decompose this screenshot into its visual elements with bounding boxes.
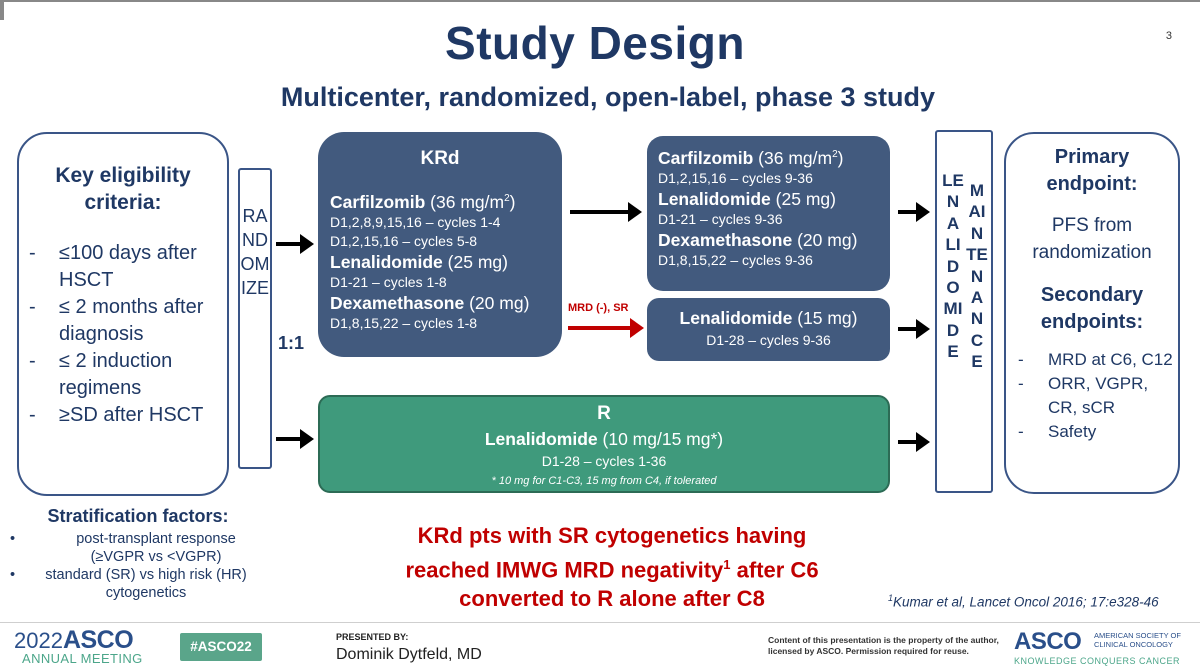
arrow-right-icon [276,429,314,449]
schedule-line: D1,2,8,9,15,16 – cycles 1-4 [330,213,501,230]
eligibility-list: ≤100 days after HSCT ≤ 2 months after di… [29,240,225,429]
schedule-line: D1-21 – cycles 9-36 [658,210,783,227]
legal-notice: Content of this presentation is the prop… [768,635,999,656]
randomization-ratio: 1:1 [278,333,305,353]
list-item: Safety [1018,420,1178,444]
maintenance-box: LENALIDOMIDE MAINTENANCE [935,130,993,493]
stratification-list: post-transplant response (≥VGPR vs <VGPR… [10,530,276,602]
red-arrow-right-icon [568,318,644,338]
eligibility-title: Key eligibility criteria: [55,164,191,214]
endpoints-box: Primary endpoint: PFS from randomization… [1004,132,1180,494]
drug-line: Carfilzomib (36 mg/m2) [330,191,516,212]
schedule-line: D1,8,15,22 – cycles 9-36 [658,251,813,268]
hashtag-badge: #ASCO22 [180,633,262,661]
asco-org-name: AMERICAN SOCIETY OF CLINICAL ONCOLOGY [1094,631,1181,649]
eligibility-box: Key eligibility criteria: ≤100 days afte… [17,132,229,496]
schedule-line: D1,2,15,16 – cycles 5-8 [330,232,478,249]
schedule-line: D1,8,15,22 – cycles 1-8 [330,314,478,331]
secondary-endpoints-heading: Secondary endpoints: [1040,284,1144,333]
left-edge-mark [0,0,4,20]
krd-continuation-box: Carfilzomib (36 mg/m2) D1,2,15,16 – cycl… [647,136,890,291]
schedule-line: D1-21 – cycles 1-8 [330,273,447,290]
drug-line: Lenalidomide (25 mg) [330,251,508,272]
top-rule [0,0,1200,2]
drug-line: Carfilzomib (36 mg/m2) [658,147,844,168]
arrow-right-icon [570,202,642,222]
presented-by-label: PRESENTED BY: [336,632,409,642]
krd-arm-box: KRd Carfilzomib (36 mg/m2) D1,2,8,9,15,1… [318,132,562,357]
presenter-name: Dominik Dytfeld, MD [336,646,482,663]
drug-line: Dexamethasone (20 mg) [658,229,858,250]
krd-title: KRd [420,148,460,169]
schedule-line: D1-28 – cycles 1-36 [541,453,667,469]
list-item: ≤ 2 months after diagnosis [29,294,225,348]
schedule-line: D1-28 – cycles 9-36 [706,332,831,348]
page-number: 3 [1165,30,1172,42]
maintenance-drug-label: LENALIDOMIDE [942,171,964,362]
dose-footnote: * 10 mg for C1-C3, 15 mg from C4, if tol… [491,475,717,487]
mrd-arrow-label: MRD (-), SR [568,302,629,314]
drug-line: Lenalidomide (25 mg) [658,188,836,209]
annual-meeting-label: ANNUAL MEETING [22,651,143,666]
drug-line: Dexamethasone (20 mg) [330,292,530,313]
stratification-title: Stratification factors: [47,506,229,526]
krd-regimen: Carfilzomib (36 mg/m2) D1,2,8,9,15,16 – … [330,188,562,333]
krd-continuation-regimen: Carfilzomib (36 mg/m2) D1,2,15,16 – cycl… [658,144,890,270]
asco-meeting-logo: 2022ASCO [14,626,134,654]
randomize-box: RANDOMIZE [238,168,272,469]
reference-citation: 1Kumar et al, Lancet Oncol 2016; 17:e328… [888,593,1159,610]
list-item: post-transplant response (≥VGPR vs <VGPR… [10,530,276,566]
list-item: MRD at C6, C12 [1018,348,1178,372]
primary-endpoint-heading: Primary endpoint: [1046,146,1138,195]
footer-divider [0,622,1200,623]
arrow-right-icon [898,202,930,222]
r-arm-box: R Lenalidomide (10 mg/15 mg*) D1-28 – cy… [318,395,890,493]
list-item: ≥SD after HSCT [29,402,225,429]
list-item: ≤100 days after HSCT [29,240,225,294]
drug-line: Lenalidomide (10 mg/15 mg*) [484,429,724,449]
arrow-right-icon [898,432,930,452]
mrd-conversion-message: KRd pts with SR cytogenetics having reac… [405,523,819,612]
randomize-label: RANDOMIZE [240,206,270,298]
primary-endpoint-text: PFS from randomization [1032,215,1152,263]
arrow-right-icon [898,319,930,339]
slide-title: Study Design [445,17,745,69]
drug-line: Lenalidomide (15 mg) [679,308,858,328]
list-item: ≤ 2 induction regimens [29,348,225,402]
asco-logo: ASCO [1014,628,1082,655]
list-item: ORR, VGPR, CR, sCR [1018,372,1178,420]
r-arm-title: R [597,403,611,424]
schedule-line: D1,2,15,16 – cycles 9-36 [658,169,813,186]
secondary-endpoints-list: MRD at C6, C12 ORR, VGPR, CR, sCR Safety [1018,348,1178,444]
maintenance-label: MAINTENANCE [966,181,988,372]
lenalidomide-switch-box: Lenalidomide (15 mg) D1-28 – cycles 9-36 [647,298,890,361]
list-item: standard (SR) vs high risk (HR) cytogene… [10,566,276,602]
asco-tagline: KNOWLEDGE CONQUERS CANCER [1014,656,1181,666]
arrow-right-icon [276,234,314,254]
slide-subtitle: Multicenter, randomized, open-label, pha… [280,82,936,112]
